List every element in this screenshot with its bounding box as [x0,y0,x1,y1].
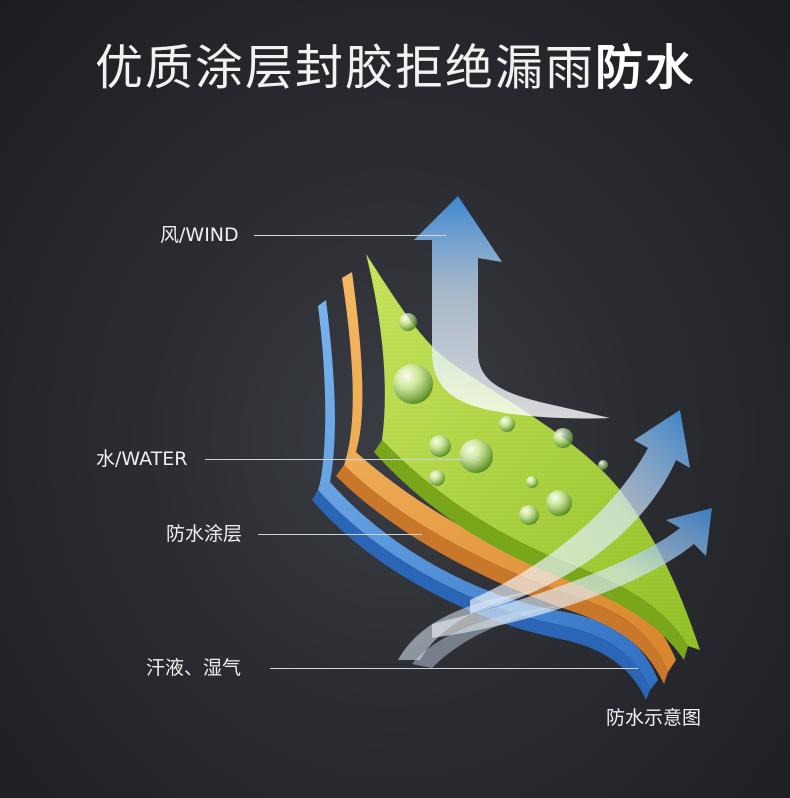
title-main: 优质涂层封胶拒绝漏雨 [94,40,595,96]
label-wind: 风/WIND [160,224,239,246]
title-emphasis: 防水 [595,40,696,96]
inner-layer-blue [312,300,658,700]
sweat-arrow-icon [398,410,712,668]
diagram-caption: 防水示意图 [606,707,702,729]
leader-line-water [205,459,480,460]
wind-arrow-icon [414,196,610,419]
page-title: 优质涂层封胶拒绝漏雨防水 [0,38,790,98]
leader-line-coating [258,534,422,535]
label-coating: 防水涂层 [166,523,243,545]
leader-line-sweat [270,668,638,669]
label-sweat: 汗液、湿气 [146,657,242,679]
water-droplet-icon [393,313,608,525]
middle-layer-orange [336,272,676,684]
leader-line-wind [254,235,446,236]
label-water: 水/WATER [96,448,188,470]
outer-layer-green [366,254,700,660]
